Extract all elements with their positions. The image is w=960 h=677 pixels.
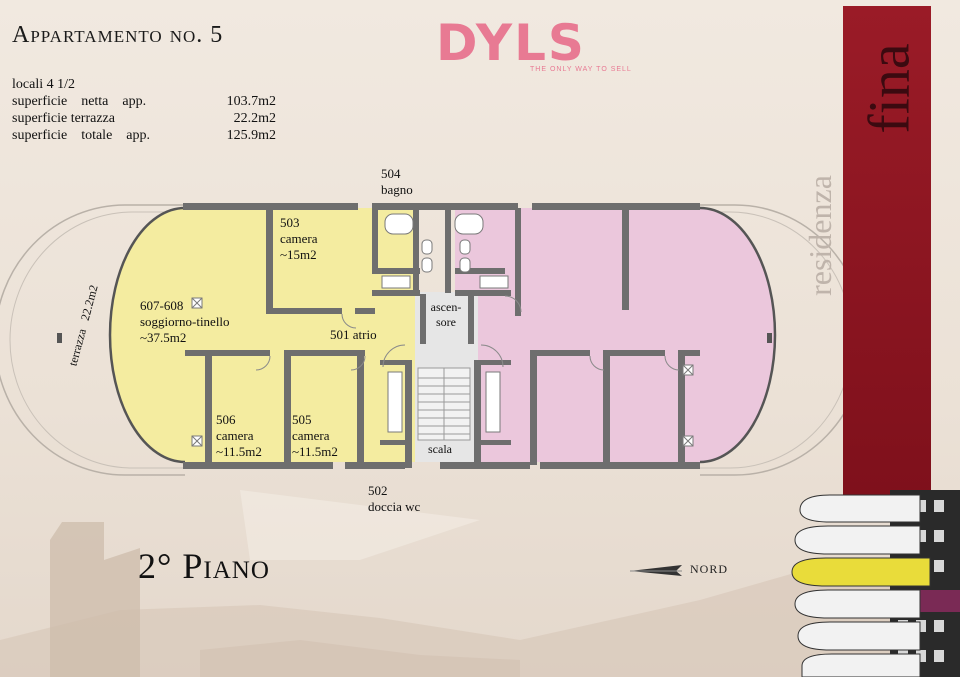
scala-label: scala [428,442,452,456]
spec-row-total: superficie totale app. 125.9m2 [12,127,276,144]
rooms-count: locali 4 1/2 [12,77,75,92]
room-area: ~11.5m2 [292,444,338,459]
spec-row-terrace: superficie terrazza 22.2m2 [12,110,276,127]
brand-prefix: residenza [801,174,838,296]
door-swings [255,295,680,371]
north-label: NORD [690,562,729,576]
logo-tagline: THE ONLY WAY TO SELL [530,66,632,73]
doccia-label: 502 doccia wc [368,483,420,515]
room-name: soggiorno-tinello [140,314,230,329]
room-number: 505 [292,412,312,427]
spec-value: 22.2m2 [233,111,276,126]
brand-name: fina [856,42,922,134]
building-illustration [791,490,960,677]
terrace-inner-left [9,211,185,469]
apartment-5-area [110,208,415,462]
label-line: sore [436,315,456,329]
room-name: bagno [381,182,413,197]
dyls-logo: DYLS THE ONLY WAY TO SELL [436,16,632,73]
terrace-outline-left [0,204,185,476]
brand-name-wrap: fina [849,18,929,158]
ascensore-label: ascen- sore [424,300,468,330]
walls [183,203,700,469]
room-area: ~11.5m2 [216,444,262,459]
north-indicator: NORD [628,562,728,577]
room-506-label: 506 camera ~11.5m2 [216,412,262,460]
atrio-label: 501 atrio [330,327,377,342]
brand-prefix-wrap: residenza [790,160,850,310]
room-607-608-label: 607-608 soggiorno-tinello ~37.5m2 [140,298,230,346]
spec-label: superficie terrazza [12,111,115,126]
apartment-specs: locali 4 1/2 superficie netta app. 103.7… [12,76,276,144]
terrace-label: terrazza 22.2m2 [65,282,102,367]
room-name: camera [216,428,254,443]
room-number: 506 [216,412,236,427]
room-number: 503 [280,215,300,230]
room-name: camera [280,231,318,246]
spec-label: superficie netta app. [12,94,147,109]
north-arrow-icon [630,564,682,576]
spec-value: 103.7m2 [226,94,276,109]
spec-row-net: superficie netta app. 103.7m2 [12,93,276,110]
label-line: ascen- [430,300,462,314]
apartment-title: Appartamento no. 5 [12,22,224,48]
neighbor-apartment-area [455,208,775,462]
room-number: 502 [368,483,388,498]
room-505-label: 505 camera ~11.5m2 [292,412,338,460]
floor-label: 2° Piano [138,546,270,586]
room-name: doccia wc [368,499,421,514]
room-503-label: 503 camera ~15m2 [280,215,318,263]
spec-label: superficie totale app. [12,128,151,143]
cross-marks [191,297,694,447]
room-name: camera [292,428,330,443]
terrace-label-wrap: terrazza 22.2m2 [44,275,124,375]
brand-banner [843,6,931,506]
staircase [417,367,471,441]
room-area: ~15m2 [280,247,317,262]
bagno-label: 504 bagno [381,166,413,198]
room-area: ~37.5m2 [140,330,187,345]
room-number: 607-608 [140,298,184,313]
window-markers [57,333,772,343]
room-number: 504 [381,166,401,181]
logo-wordmark: DYLS [436,14,586,72]
spec-value: 125.9m2 [226,128,276,143]
